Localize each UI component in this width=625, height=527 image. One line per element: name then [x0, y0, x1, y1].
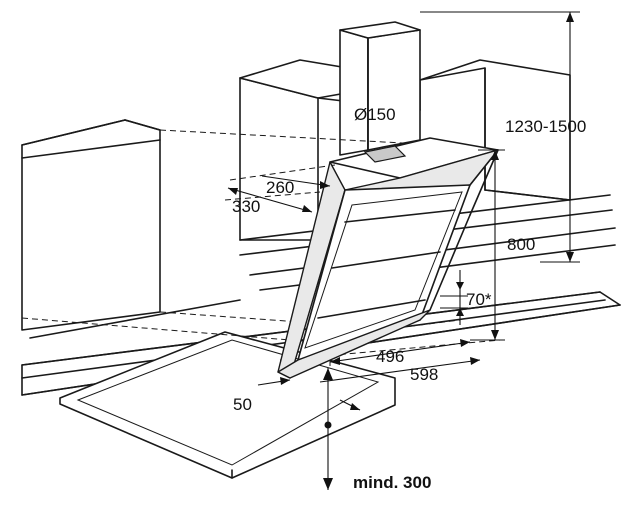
left-wall-cabinet: [21, 119, 161, 331]
label-depth-outer: 330: [232, 197, 260, 216]
label-total-height: 1230-1500: [505, 117, 586, 136]
label-duct-diameter: Ø150: [354, 105, 396, 124]
label-bottom-clearance: 70*: [466, 290, 492, 309]
hood: [277, 137, 499, 379]
label-min-distance: mind. 300: [353, 473, 431, 492]
label-width-inner: 496: [376, 347, 404, 366]
label-side-offset: 50: [233, 395, 252, 414]
dimension-labels: Ø150 1230-1500 260 330 800 70* 496 598 5…: [232, 105, 586, 492]
chimney: [339, 21, 421, 156]
label-width-outer: 598: [410, 365, 438, 384]
dimension-lines: [227, 11, 580, 490]
label-depth-inner: 260: [266, 178, 294, 197]
label-hood-height: 800: [507, 235, 535, 254]
